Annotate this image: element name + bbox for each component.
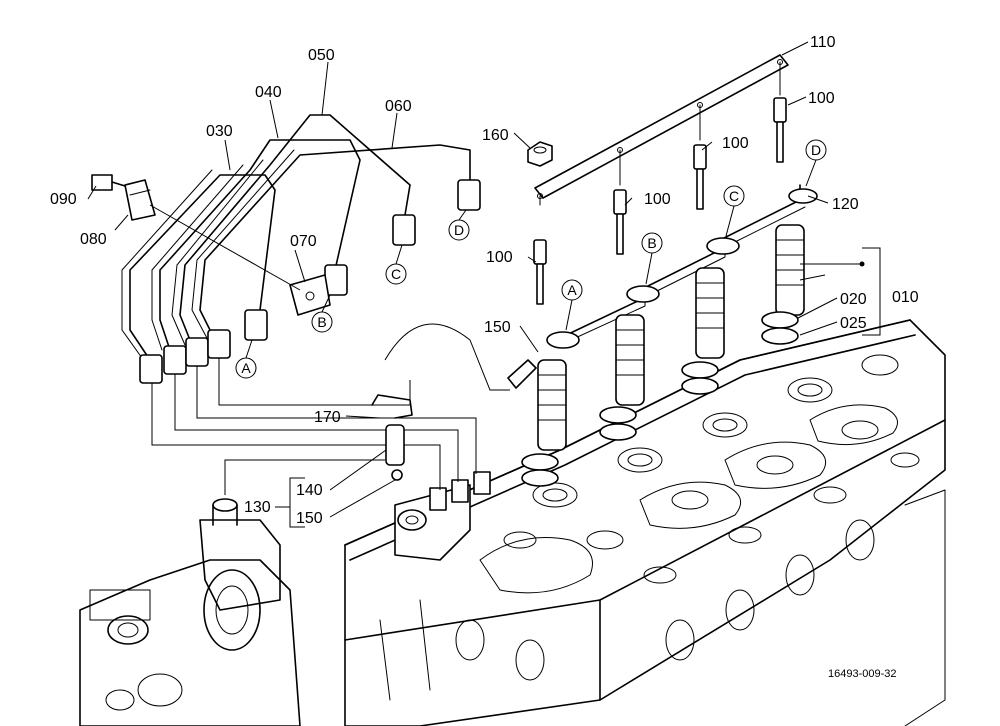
label-020: 020: [840, 291, 867, 308]
label-025: 025: [840, 315, 867, 332]
label-060: 060: [385, 98, 412, 115]
label-030: 030: [206, 123, 233, 140]
injector-nozzles: [521, 224, 805, 487]
delivery-valve-block: [394, 471, 491, 561]
leak-off-hose: [371, 359, 537, 481]
drawing-reference-code: 16493-009-32: [828, 668, 897, 680]
label-110: 110: [810, 34, 836, 51]
label-070: 070: [290, 233, 317, 250]
injection-pump-housing: [79, 498, 301, 726]
svg-text:B: B: [317, 314, 326, 330]
marker-b-pipe: B: [311, 294, 333, 333]
svg-text:B: B: [647, 235, 656, 251]
svg-text:A: A: [567, 282, 577, 298]
label-160: 160: [482, 127, 509, 144]
glow-plug-lead: [534, 54, 789, 206]
svg-text:A: A: [241, 360, 251, 376]
pipe-clamp: [91, 174, 331, 316]
label-150-upper: 150: [484, 319, 511, 336]
label-170: 170: [314, 409, 341, 426]
svg-text:D: D: [811, 142, 821, 158]
label-150-lower: 150: [296, 510, 323, 527]
label-040: 040: [255, 84, 282, 101]
marker-a-return: A: [561, 279, 583, 331]
glow-plugs: [533, 97, 787, 305]
connector-markers: A B C D A B C: [235, 139, 827, 379]
nut-160: [527, 141, 553, 167]
marker-c-pipe: C: [385, 244, 407, 285]
label-050: 050: [308, 47, 335, 64]
marker-d-pipe: D: [448, 209, 470, 241]
marker-c-return: C: [723, 185, 745, 237]
marker-b-return: B: [641, 232, 663, 285]
fuel-return-pipe: [546, 184, 818, 349]
svg-text:C: C: [729, 188, 739, 204]
label-090: 090: [50, 191, 77, 208]
label-leader-lines: [87, 41, 881, 528]
assembly-leader-lines: [151, 323, 510, 495]
svg-text:C: C: [391, 266, 401, 282]
label-100-b: 100: [644, 191, 671, 208]
label-140: 140: [296, 482, 323, 499]
label-120: 120: [832, 196, 859, 213]
part-number-labels: 050 040 060 030 090 080 070 110 100 100 …: [50, 34, 919, 527]
label-100-a: 100: [486, 249, 513, 266]
marker-a-pipe: A: [235, 339, 257, 379]
label-010: 010: [892, 289, 919, 306]
label-130: 130: [244, 499, 271, 516]
label-100-c: 100: [722, 135, 749, 152]
label-080: 080: [80, 231, 107, 248]
cylinder-head: [344, 319, 946, 726]
svg-text:D: D: [454, 222, 464, 238]
marker-d-return: D: [805, 139, 827, 187]
label-100-d: 100: [808, 90, 835, 107]
